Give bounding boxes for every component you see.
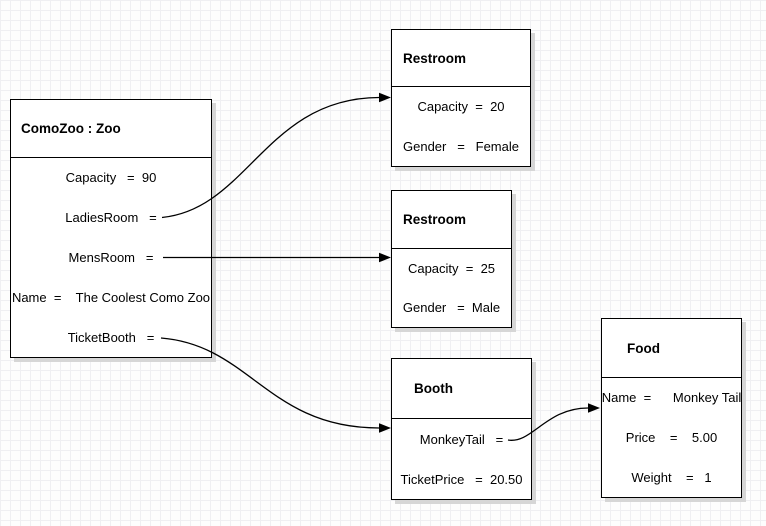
object-field-gender: Gender = Male <box>402 300 501 315</box>
object-field-capacity: Capacity = 20 <box>417 99 505 115</box>
arrowhead-icon <box>588 403 600 413</box>
object-fields: Capacity = 25 Gender = Male <box>392 249 511 327</box>
arrowhead-icon <box>379 423 391 433</box>
arrowhead-icon <box>379 92 391 103</box>
object-fields: Capacity = 20 Gender = Female <box>392 87 530 166</box>
object-fields: Capacity = 90 LadiesRoom = MensRoom = Na… <box>11 158 211 357</box>
arrowhead-icon <box>379 252 391 263</box>
object-title: Food <box>602 319 741 378</box>
object-fields: MonkeyTail = TicketPrice = 20.50 <box>392 419 531 499</box>
object-field-mensroom: MensRoom = <box>68 249 154 265</box>
object-field-weight: Weight = 1 <box>631 469 712 485</box>
object-field-price: Price = 5.00 <box>625 430 718 445</box>
object-field-capacity: Capacity = 90 <box>65 170 157 186</box>
object-title: ComoZoo : Zoo <box>11 100 211 158</box>
object-field-capacity: Capacity = 25 <box>407 261 496 276</box>
object-fields: Name = Monkey Tail Price = 5.00 Weight =… <box>601 378 742 497</box>
object-box-food[interactable]: Food Name = Monkey Tail Price = 5.00 Wei… <box>601 318 742 498</box>
object-title: Booth <box>392 359 531 419</box>
object-box-restroom-male[interactable]: Restroom Capacity = 25 Gender = Male <box>391 190 512 328</box>
object-title: Restroom <box>392 191 511 249</box>
object-field-ticketprice: TicketPrice = 20.50 <box>400 471 523 487</box>
object-box-booth[interactable]: Booth MonkeyTail = TicketPrice = 20.50 <box>391 358 532 500</box>
object-field-gender: Gender = Female <box>403 138 519 154</box>
object-box-restroom-female[interactable]: Restroom Capacity = 20 Gender = Female <box>391 29 531 167</box>
object-field-monkeytail: MonkeyTail = <box>419 431 504 447</box>
object-field-ticketbooth: TicketBooth = <box>67 329 155 345</box>
object-field-name: Name = The Coolest Como Zoo <box>11 289 211 305</box>
object-field-name: Name = Monkey Tail <box>601 390 742 406</box>
object-box-comozoo[interactable]: ComoZoo : Zoo Capacity = 90 LadiesRoom =… <box>10 99 212 358</box>
object-field-ladiesroom: LadiesRoom = <box>65 210 157 226</box>
object-title: Restroom <box>392 30 530 87</box>
